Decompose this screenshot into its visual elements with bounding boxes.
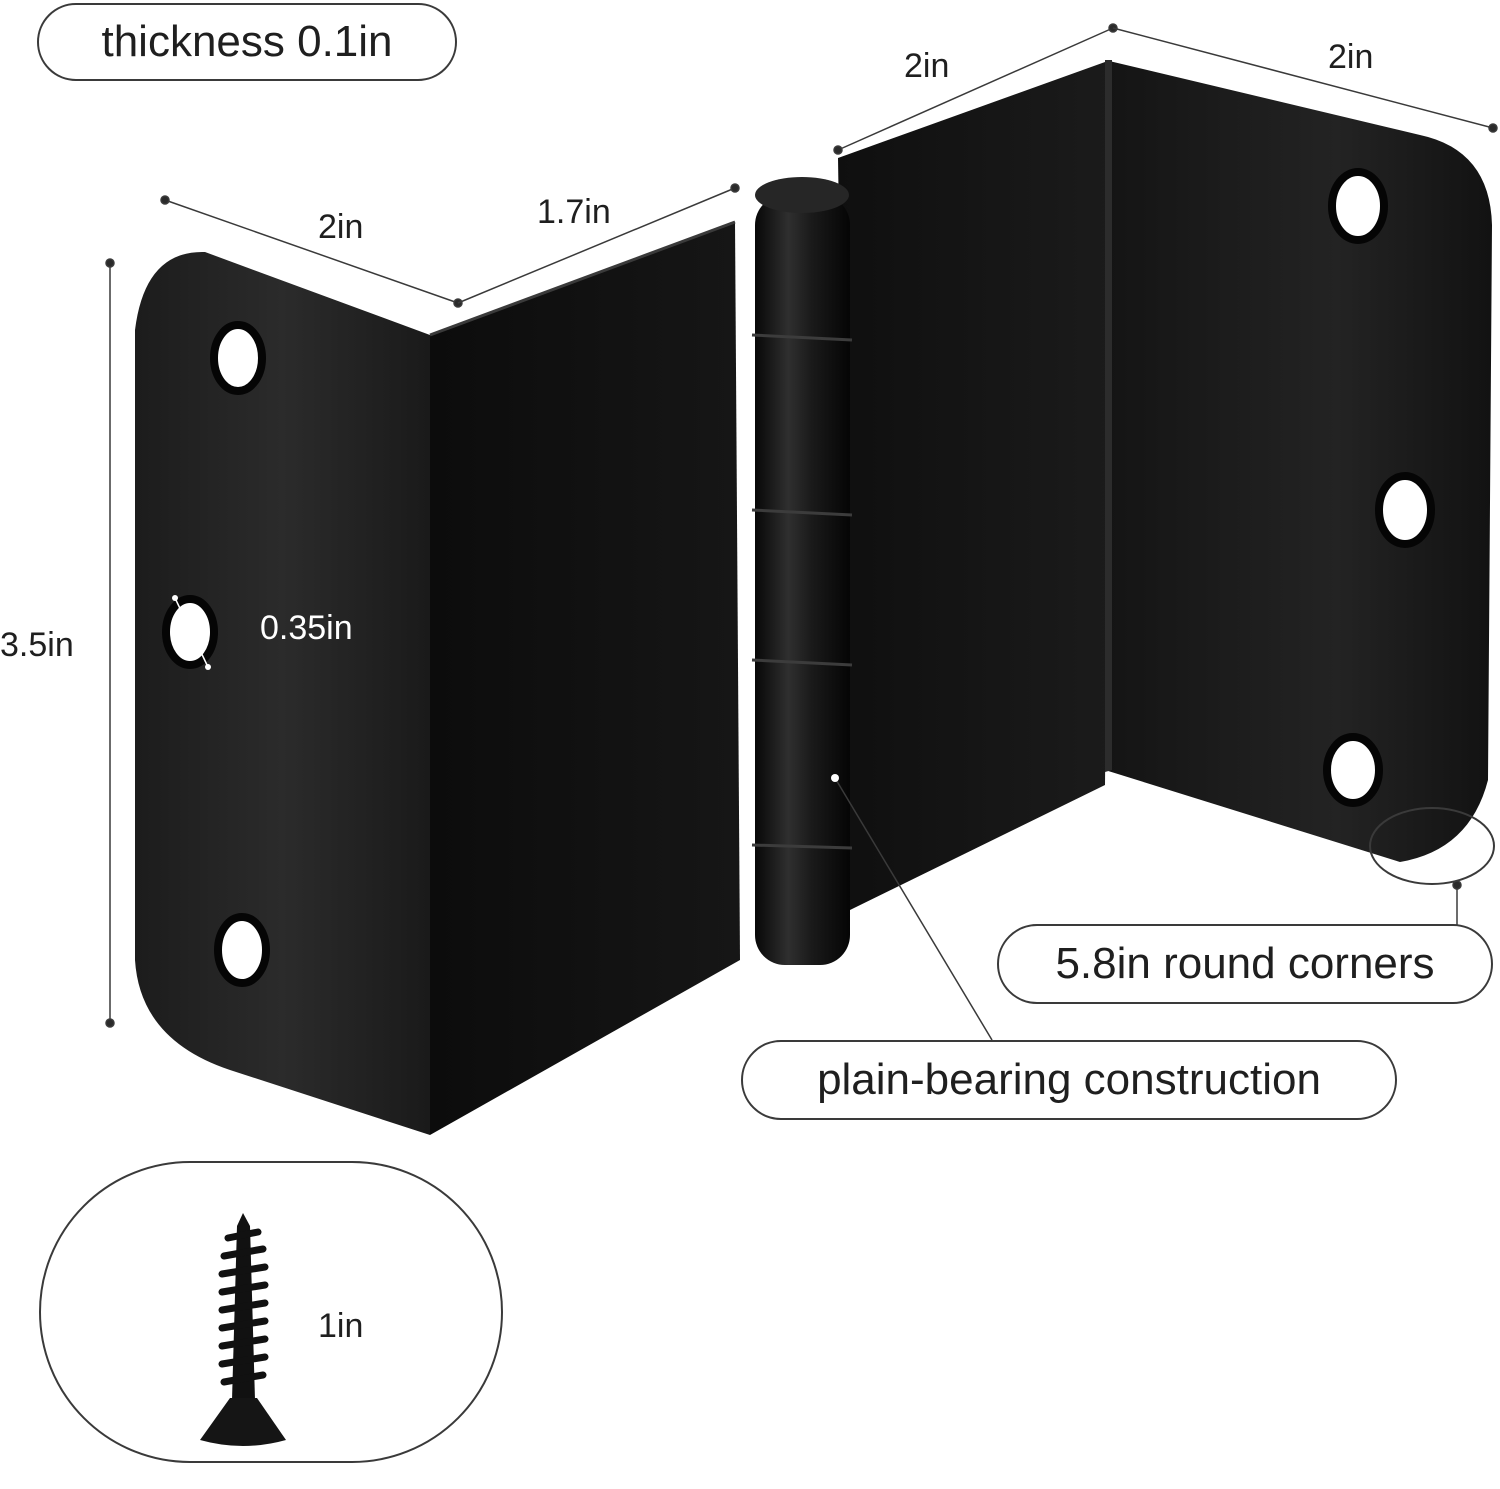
left-hinge-leaf <box>135 220 740 1135</box>
height-label: 3.5in <box>0 626 74 664</box>
screw-hole-mid-left <box>162 595 218 669</box>
round-corner-callout-oval <box>1369 807 1495 885</box>
screw-hole-top-left <box>210 321 266 395</box>
right-leaf-return-label: 2in <box>904 47 950 85</box>
hinge-pin-cap <box>755 177 849 213</box>
right-hinge-leaf <box>838 60 1492 910</box>
thickness-label: thickness 0.1in <box>101 17 393 66</box>
left-leaf-width-label: 2in <box>318 208 364 246</box>
screw-hole-mid-right <box>1375 472 1435 548</box>
screw-hole-bottom-left <box>214 913 270 987</box>
screw-hole-bottom-right <box>1323 733 1383 807</box>
hole-diameter-label: 0.35in <box>260 609 353 647</box>
hinge-knuckle <box>751 177 853 965</box>
screw-thumbnail-frame <box>39 1161 503 1463</box>
round-corners-label: 5.8in round corners <box>1055 939 1435 988</box>
thickness-pill: thickness 0.1in <box>37 3 457 81</box>
right-leaf-width-label: 2in <box>1328 38 1374 76</box>
screw-length-label: 1in <box>318 1307 364 1345</box>
round-corners-pill: 5.8in round corners <box>997 924 1493 1004</box>
bearing-pill: plain-bearing construction <box>741 1040 1397 1120</box>
left-leaf-return-label: 1.7in <box>537 193 611 231</box>
bearing-label: plain-bearing construction <box>817 1055 1321 1104</box>
wood-screw-icon <box>200 1213 286 1446</box>
screw-hole-top-right <box>1328 168 1388 244</box>
